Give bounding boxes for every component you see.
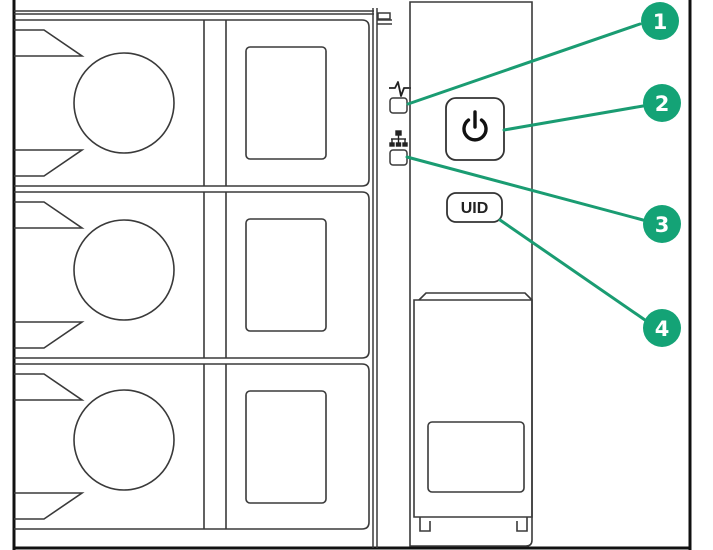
health-led <box>389 97 408 114</box>
callout-badge-1: 1 <box>641 2 679 40</box>
uid-button-label: UID <box>461 200 489 217</box>
callout-line-4 <box>498 218 647 322</box>
callout-label-3: 3 <box>655 213 670 237</box>
callout-lines <box>405 22 647 322</box>
led-strip <box>372 8 392 548</box>
callout-badge-3: 3 <box>643 205 681 243</box>
callout-label-1: 1 <box>653 10 668 34</box>
network-icon <box>389 130 408 147</box>
callout-label-2: 2 <box>655 92 670 116</box>
uid-button[interactable]: UID <box>446 192 503 223</box>
power-icon <box>462 110 488 142</box>
nic-led <box>389 149 408 166</box>
power-button[interactable] <box>445 97 505 161</box>
control-ear <box>409 1 533 547</box>
callout-badge-4: 4 <box>643 309 681 347</box>
drive-bay-3 <box>14 363 370 530</box>
callout-line-1 <box>406 22 642 106</box>
callout-line-3 <box>405 155 645 222</box>
drive-bay-1 <box>14 19 370 187</box>
pull-tab <box>413 292 533 532</box>
chassis-frame <box>12 0 692 550</box>
top-rail <box>14 10 374 15</box>
drive-bay-2 <box>14 191 370 359</box>
callout-line-2 <box>502 104 645 132</box>
callout-label-4: 4 <box>655 317 670 341</box>
callout-badge-2: 2 <box>643 84 681 122</box>
heartbeat-icon <box>389 81 411 97</box>
